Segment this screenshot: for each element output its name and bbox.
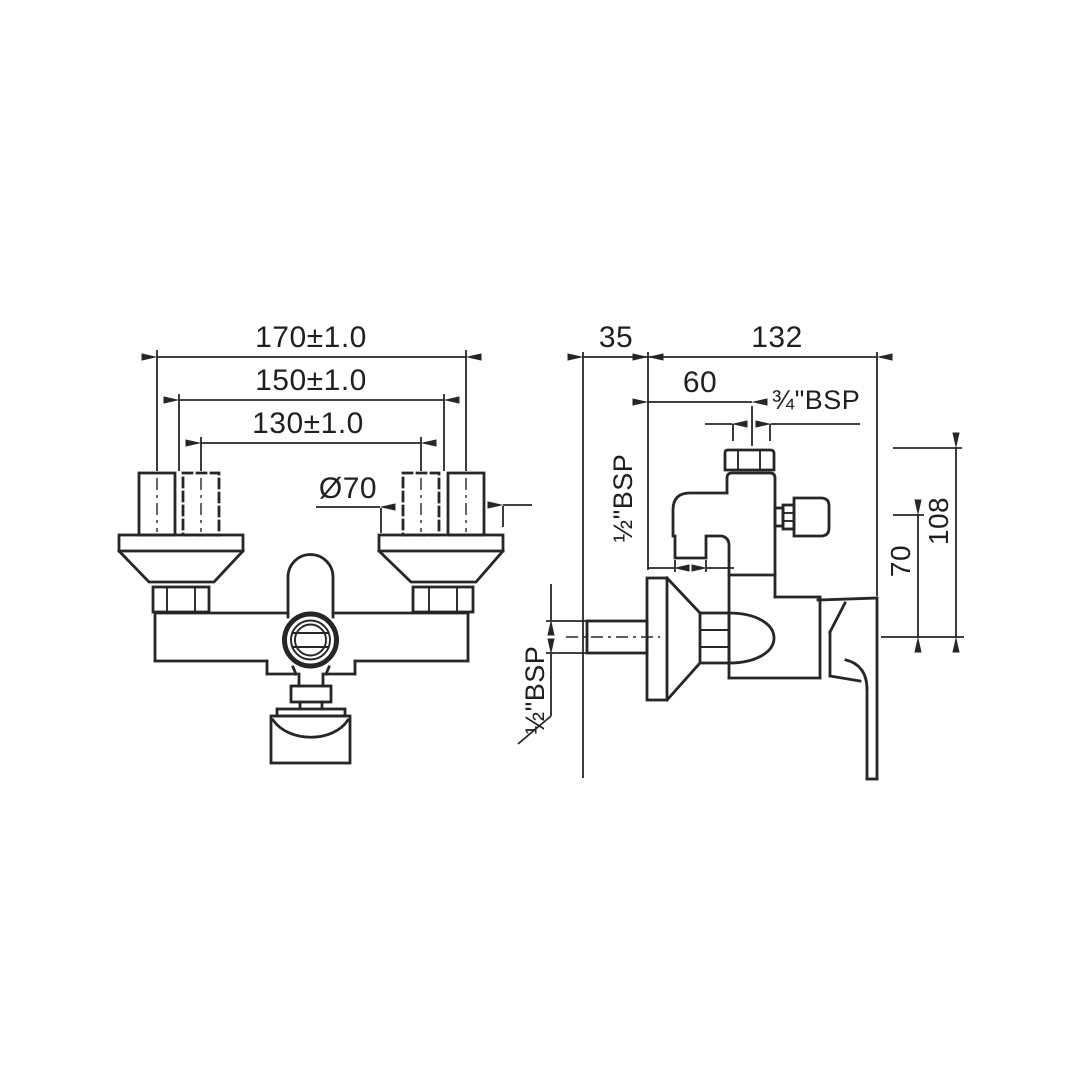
handle-front (286, 553, 335, 619)
right-flange-front (377, 533, 505, 614)
dim-label-3-4-bsp: ¾"BSP (772, 385, 861, 415)
outlet-stack-front (269, 665, 352, 765)
handle-side (816, 596, 879, 781)
dim-label-70: 70 (885, 545, 916, 577)
mixer-body-front (153, 611, 470, 676)
side-view: 35 132 60 ¾"BSP ½"BSP ½"BSP (517, 321, 964, 781)
dim-label-35: 35 (599, 321, 633, 354)
dim-label-150: 150±1.0 (255, 364, 367, 397)
supply-pipes-front (137, 471, 486, 537)
front-view: 170±1.0 150±1.0 130±1.0 Ø70 (117, 321, 532, 765)
dim-label-dia-70: Ø70 (319, 472, 377, 505)
left-flange-front (117, 533, 245, 614)
dim-label-1-2-bsp-inlet: ½"BSP (520, 646, 550, 735)
dimensions-front: 170±1.0 150±1.0 130±1.0 Ø70 (141, 321, 532, 533)
dim-label-108: 108 (923, 497, 954, 545)
cartridge-cap-front (282, 611, 339, 669)
dim-label-1-2-bsp-outlet: ½"BSP (608, 454, 638, 543)
inlet-side (566, 576, 776, 702)
dimensions-shower-outlet: ½"BSP (608, 454, 734, 572)
dim-label-130: 130±1.0 (252, 407, 364, 440)
dim-label-132: 132 (751, 321, 803, 354)
valve-body-side (671, 471, 822, 680)
dim-label-60: 60 (683, 366, 717, 399)
side-knob (773, 496, 831, 538)
dimensions-side-right: 70 108 (881, 432, 964, 653)
dimensions-inlet: ½"BSP (517, 584, 586, 745)
top-outlet-side (723, 448, 776, 472)
dim-label-170: 170±1.0 (255, 321, 367, 354)
dimensions-side-top: 35 132 60 ¾"BSP (567, 321, 893, 596)
